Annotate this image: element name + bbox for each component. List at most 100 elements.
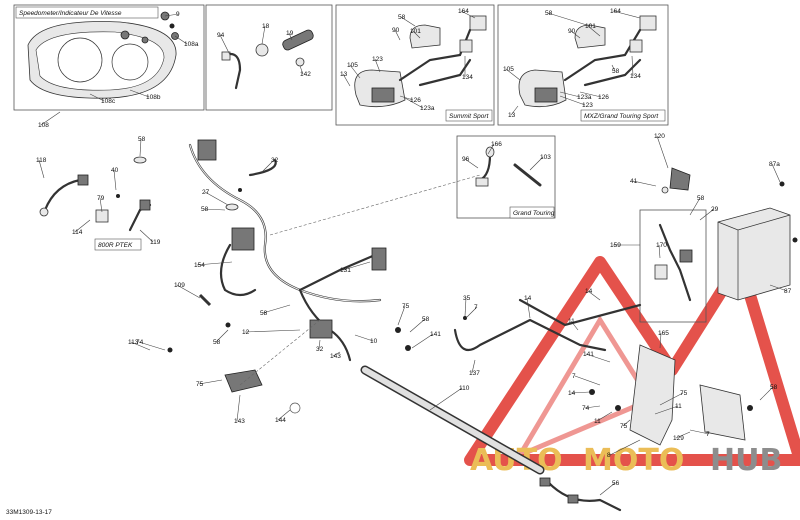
leader-line [349, 64, 361, 79]
leader-line [342, 261, 371, 271]
leader-line [570, 320, 579, 331]
leader-line [487, 143, 495, 155]
leader-line [412, 30, 421, 39]
part-label: 75 [402, 303, 410, 310]
leader-line [397, 305, 406, 326]
part-label: 74 [136, 339, 144, 346]
leader-line [585, 353, 611, 363]
part-label: 8 [607, 452, 611, 459]
part-label: 87a [769, 161, 780, 168]
leader-line [374, 58, 381, 73]
reference-code: 33M1309-13-17 [6, 509, 52, 516]
part-label: 134 [462, 74, 473, 81]
part-label: 58 [545, 10, 553, 17]
part-label: 143 [234, 418, 245, 425]
part-label: 58 [422, 316, 430, 323]
leader-line [342, 73, 351, 87]
leader-line [584, 405, 601, 409]
part-label: 126 [598, 94, 609, 101]
leader-line [89, 93, 105, 102]
part-label: 58 [201, 206, 209, 213]
leader-line [699, 208, 715, 221]
leader-line [587, 25, 601, 37]
leader-line [164, 13, 180, 17]
part-label: 12 [242, 329, 250, 336]
leader-line [288, 32, 293, 41]
leader-line [38, 159, 45, 179]
leader-line [526, 297, 531, 319]
part-label: 7 [572, 373, 576, 380]
leader-line [471, 359, 476, 374]
part-label: 58 [260, 310, 268, 317]
part-label: 75 [680, 390, 688, 397]
part-label: 79 [97, 195, 105, 202]
part-label: 13 [340, 71, 348, 78]
part-label: 123a [420, 105, 435, 112]
leader-line [198, 379, 223, 385]
leader-line [656, 135, 669, 169]
part-label: 141 [430, 331, 441, 338]
part-label: 159 [610, 242, 621, 249]
leader-line [203, 208, 226, 211]
cable-35 [453, 298, 642, 352]
part-label: 58 [138, 136, 146, 143]
leader-line [675, 431, 691, 439]
part-label: 11 [675, 403, 682, 410]
part-label: 103 [540, 154, 551, 161]
leader-line [404, 97, 424, 109]
part-label: 108 [38, 122, 49, 129]
part-label: 11 [594, 418, 601, 425]
part-label: 118 [36, 157, 47, 164]
leader-line [769, 284, 788, 292]
main-wiring-harness [188, 139, 387, 362]
leader-line [612, 10, 641, 19]
leader-line [244, 329, 301, 333]
part-label: 119 [150, 239, 161, 246]
part-label: 11 [568, 318, 575, 325]
part-label: 90 [568, 28, 576, 35]
inset-ptek: 800R PTEK [94, 238, 142, 251]
leader-line [510, 105, 519, 116]
part-label: 143 [330, 353, 341, 360]
leader-line [261, 25, 266, 45]
relay-120 [661, 167, 691, 194]
sensor-119 [95, 199, 152, 232]
bracket-137 [629, 344, 746, 446]
leader-line [411, 333, 434, 349]
leader-line [394, 29, 401, 41]
leader-line [658, 244, 661, 259]
part-label: 170 [656, 242, 667, 249]
part-label: 123 [582, 102, 593, 109]
part-label: 110 [459, 385, 470, 392]
leader-line [299, 65, 304, 75]
part-label: 74 [582, 405, 590, 412]
part-label: 131 [340, 267, 351, 274]
part-label: 120 [654, 133, 665, 140]
watermark-word-2: MOTO [583, 443, 684, 478]
part-label: 126 [410, 97, 421, 104]
part-label: 75 [196, 381, 204, 388]
harness-129 [539, 477, 622, 512]
part-label: 123a [577, 94, 592, 101]
leader-line [659, 332, 662, 349]
part-label: 108c [101, 98, 116, 105]
leader-line [759, 386, 774, 401]
part-label: 32 [271, 157, 279, 164]
box-title-grand-touring: Grand Touring [513, 210, 555, 217]
part-label: 137 [469, 370, 480, 377]
leader-line [409, 318, 426, 333]
part-label: 142 [300, 71, 311, 78]
leader-line [659, 392, 684, 406]
cable-143 [360, 365, 545, 475]
leader-line [318, 339, 321, 350]
leader-line [219, 34, 231, 56]
leader-lines [38, 10, 788, 496]
part-label: 105 [503, 66, 514, 73]
leader-line [176, 284, 201, 299]
box-title-mxz: MXZ/Grand Touring Sport [584, 113, 659, 120]
part-label: 7 [474, 304, 478, 311]
part-label: 108b [146, 94, 161, 101]
part-label: 165 [658, 330, 669, 337]
leader-line [689, 429, 710, 435]
